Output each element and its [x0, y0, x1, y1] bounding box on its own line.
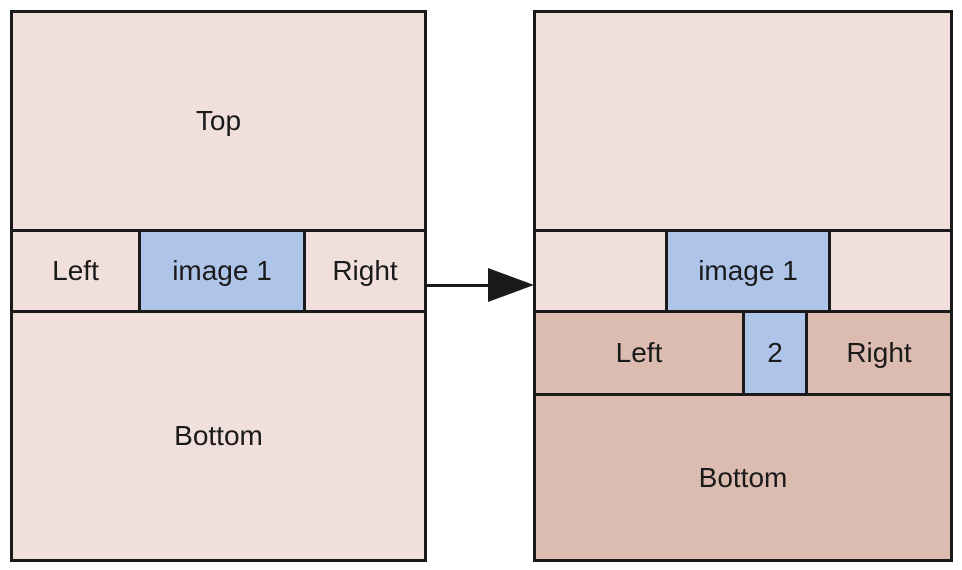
left-bottom-region: Bottom	[10, 310, 427, 562]
left-left-label: Left	[52, 255, 99, 286]
right-left-label: Left	[615, 337, 663, 368]
right-left-region: Left	[533, 310, 745, 396]
left-top-region: Top	[10, 10, 427, 232]
right-right-region: Right	[805, 310, 953, 396]
right-top-region	[533, 10, 953, 232]
right-image-label: image 1	[698, 255, 798, 286]
left-left-region: Left	[10, 229, 141, 313]
right-second-image-label: 2	[767, 337, 783, 368]
right-empty-left-region	[533, 229, 668, 313]
right-image-region: image 1	[665, 229, 831, 313]
left-top-label: Top	[195, 105, 242, 136]
arrow-head-icon	[488, 268, 534, 302]
left-image-label: image 1	[172, 255, 272, 286]
right-bottom-label: Bottom	[698, 461, 788, 493]
right-right-label: Right	[846, 337, 912, 368]
right-second-image-region: 2	[742, 310, 808, 396]
left-right-label: Right	[332, 255, 398, 286]
right-empty-right-region	[828, 229, 953, 313]
right-bottom-region: Bottom	[533, 393, 953, 562]
arrow-shaft	[427, 284, 493, 287]
left-image-region: image 1	[138, 229, 306, 313]
left-bottom-label: Bottom	[174, 420, 263, 451]
left-right-region: Right	[303, 229, 427, 313]
